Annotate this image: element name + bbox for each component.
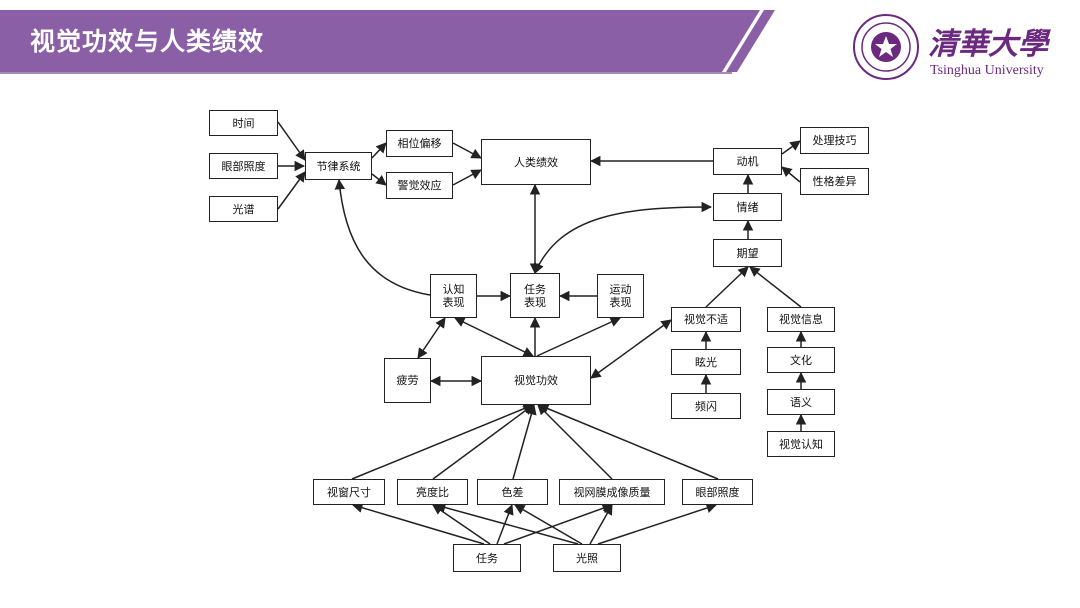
node-retina-image-quality: 视网膜成像质量 bbox=[559, 479, 665, 505]
node-visual-information: 视觉信息 bbox=[767, 307, 835, 332]
edge-personality-motive bbox=[781, 166, 801, 183]
header-stripe bbox=[726, 10, 775, 72]
node-view-size: 视窗尺寸 bbox=[313, 479, 385, 505]
node-cognitive-performance: 认知 表现 bbox=[430, 274, 477, 318]
edge-light-colordiff bbox=[514, 504, 583, 545]
edge-visperf-discomfort bbox=[590, 319, 672, 379]
edge-rhythm-phase bbox=[371, 142, 387, 159]
edge-discomfort-expect bbox=[705, 266, 749, 308]
node-glare: 眩光 bbox=[671, 349, 741, 375]
node-task: 任务 bbox=[453, 544, 521, 572]
edge-colordiff-visperf bbox=[512, 403, 537, 480]
header-bar bbox=[0, 10, 760, 72]
edge-motive-skill bbox=[781, 140, 801, 155]
node-human-performance: 人类绩效 bbox=[481, 139, 591, 185]
edge-task-retina bbox=[503, 503, 613, 545]
node-rhythm-system: 节律系统 bbox=[305, 152, 372, 180]
node-processing-skill: 处理技巧 bbox=[800, 127, 869, 154]
edge-time-rhythm bbox=[277, 121, 306, 161]
edge-fatigue-cognitive bbox=[417, 317, 446, 359]
edge-task-viewsize bbox=[351, 502, 485, 545]
slide-title: 视觉功效与人类绩效 bbox=[30, 27, 265, 56]
edge-light-luminance bbox=[434, 502, 579, 545]
header-band bbox=[0, 10, 775, 74]
node-visual-cognition: 视觉认知 bbox=[767, 431, 835, 457]
node-eye-illuminance-bottom: 眼部照度 bbox=[682, 479, 753, 505]
edge-task-luminance bbox=[432, 504, 491, 545]
node-alertness: 警觉效应 bbox=[386, 172, 453, 199]
node-semantics: 语义 bbox=[767, 389, 835, 415]
edge-task-emotion bbox=[533, 201, 713, 274]
node-motor-performance: 运动 表现 bbox=[597, 274, 644, 318]
logo-seal-star bbox=[875, 36, 897, 57]
node-lighting: 光照 bbox=[553, 544, 621, 572]
edge-alert-human bbox=[452, 169, 482, 186]
edge-luminance-visperf bbox=[432, 404, 534, 480]
node-task-performance: 任务 表现 bbox=[510, 273, 560, 318]
edge-viewsize-visperf bbox=[351, 403, 534, 480]
node-expectation: 期望 bbox=[713, 239, 782, 267]
node-time: 时间 bbox=[209, 110, 278, 136]
node-spectrum: 光谱 bbox=[209, 196, 278, 222]
edge-visperf-motor bbox=[536, 317, 621, 357]
logo-seal-outer bbox=[853, 14, 919, 80]
edge-rhythm-alert bbox=[371, 173, 387, 186]
edge-cognitive-rhythm bbox=[334, 178, 431, 296]
node-phase-shift: 相位偏移 bbox=[386, 130, 453, 157]
edge-phase-human bbox=[452, 142, 482, 159]
node-luminance-ratio: 亮度比 bbox=[397, 479, 468, 505]
node-fatigue: 疲劳 bbox=[384, 358, 431, 403]
edge-spectrum-rhythm bbox=[277, 171, 306, 210]
edge-retina-visperf bbox=[537, 404, 613, 480]
edge-visperf-cognitive bbox=[454, 317, 534, 357]
node-emotion: 情绪 bbox=[713, 193, 782, 221]
edge-light-retina bbox=[589, 504, 613, 545]
logo-seal-inner bbox=[861, 22, 911, 72]
node-visual-discomfort: 视觉不适 bbox=[671, 307, 741, 332]
edge-visinfo-expect bbox=[749, 266, 802, 308]
node-culture: 文化 bbox=[767, 347, 835, 373]
node-flicker: 频闪 bbox=[671, 393, 741, 419]
logo-name-cn: 清華大學 bbox=[928, 27, 1051, 62]
node-motivation: 动机 bbox=[713, 148, 782, 175]
university-logo: 清華大學 bbox=[853, 14, 1051, 80]
node-personality: 性格差异 bbox=[800, 168, 869, 195]
node-eye-illuminance-top: 眼部照度 bbox=[209, 153, 278, 179]
edge-eye-visperf bbox=[538, 403, 719, 480]
node-visual-performance: 视觉功效 bbox=[481, 356, 591, 405]
logo-name-en: Tsinghua University bbox=[930, 63, 1044, 78]
edge-light-eye bbox=[597, 502, 717, 545]
node-color-difference: 色差 bbox=[477, 479, 548, 505]
